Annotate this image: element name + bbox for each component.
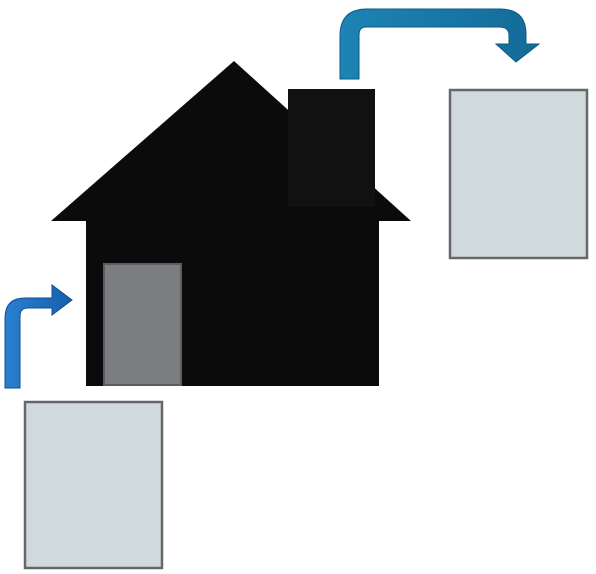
- curved-arrow-down-icon: [339, 8, 541, 80]
- door-icon: [103, 263, 182, 386]
- right-box: [448, 88, 589, 260]
- chimney-icon: [288, 89, 375, 207]
- house-icon: [51, 61, 411, 386]
- left-box: [23, 400, 164, 570]
- curved-arrow-right-icon: [4, 284, 73, 389]
